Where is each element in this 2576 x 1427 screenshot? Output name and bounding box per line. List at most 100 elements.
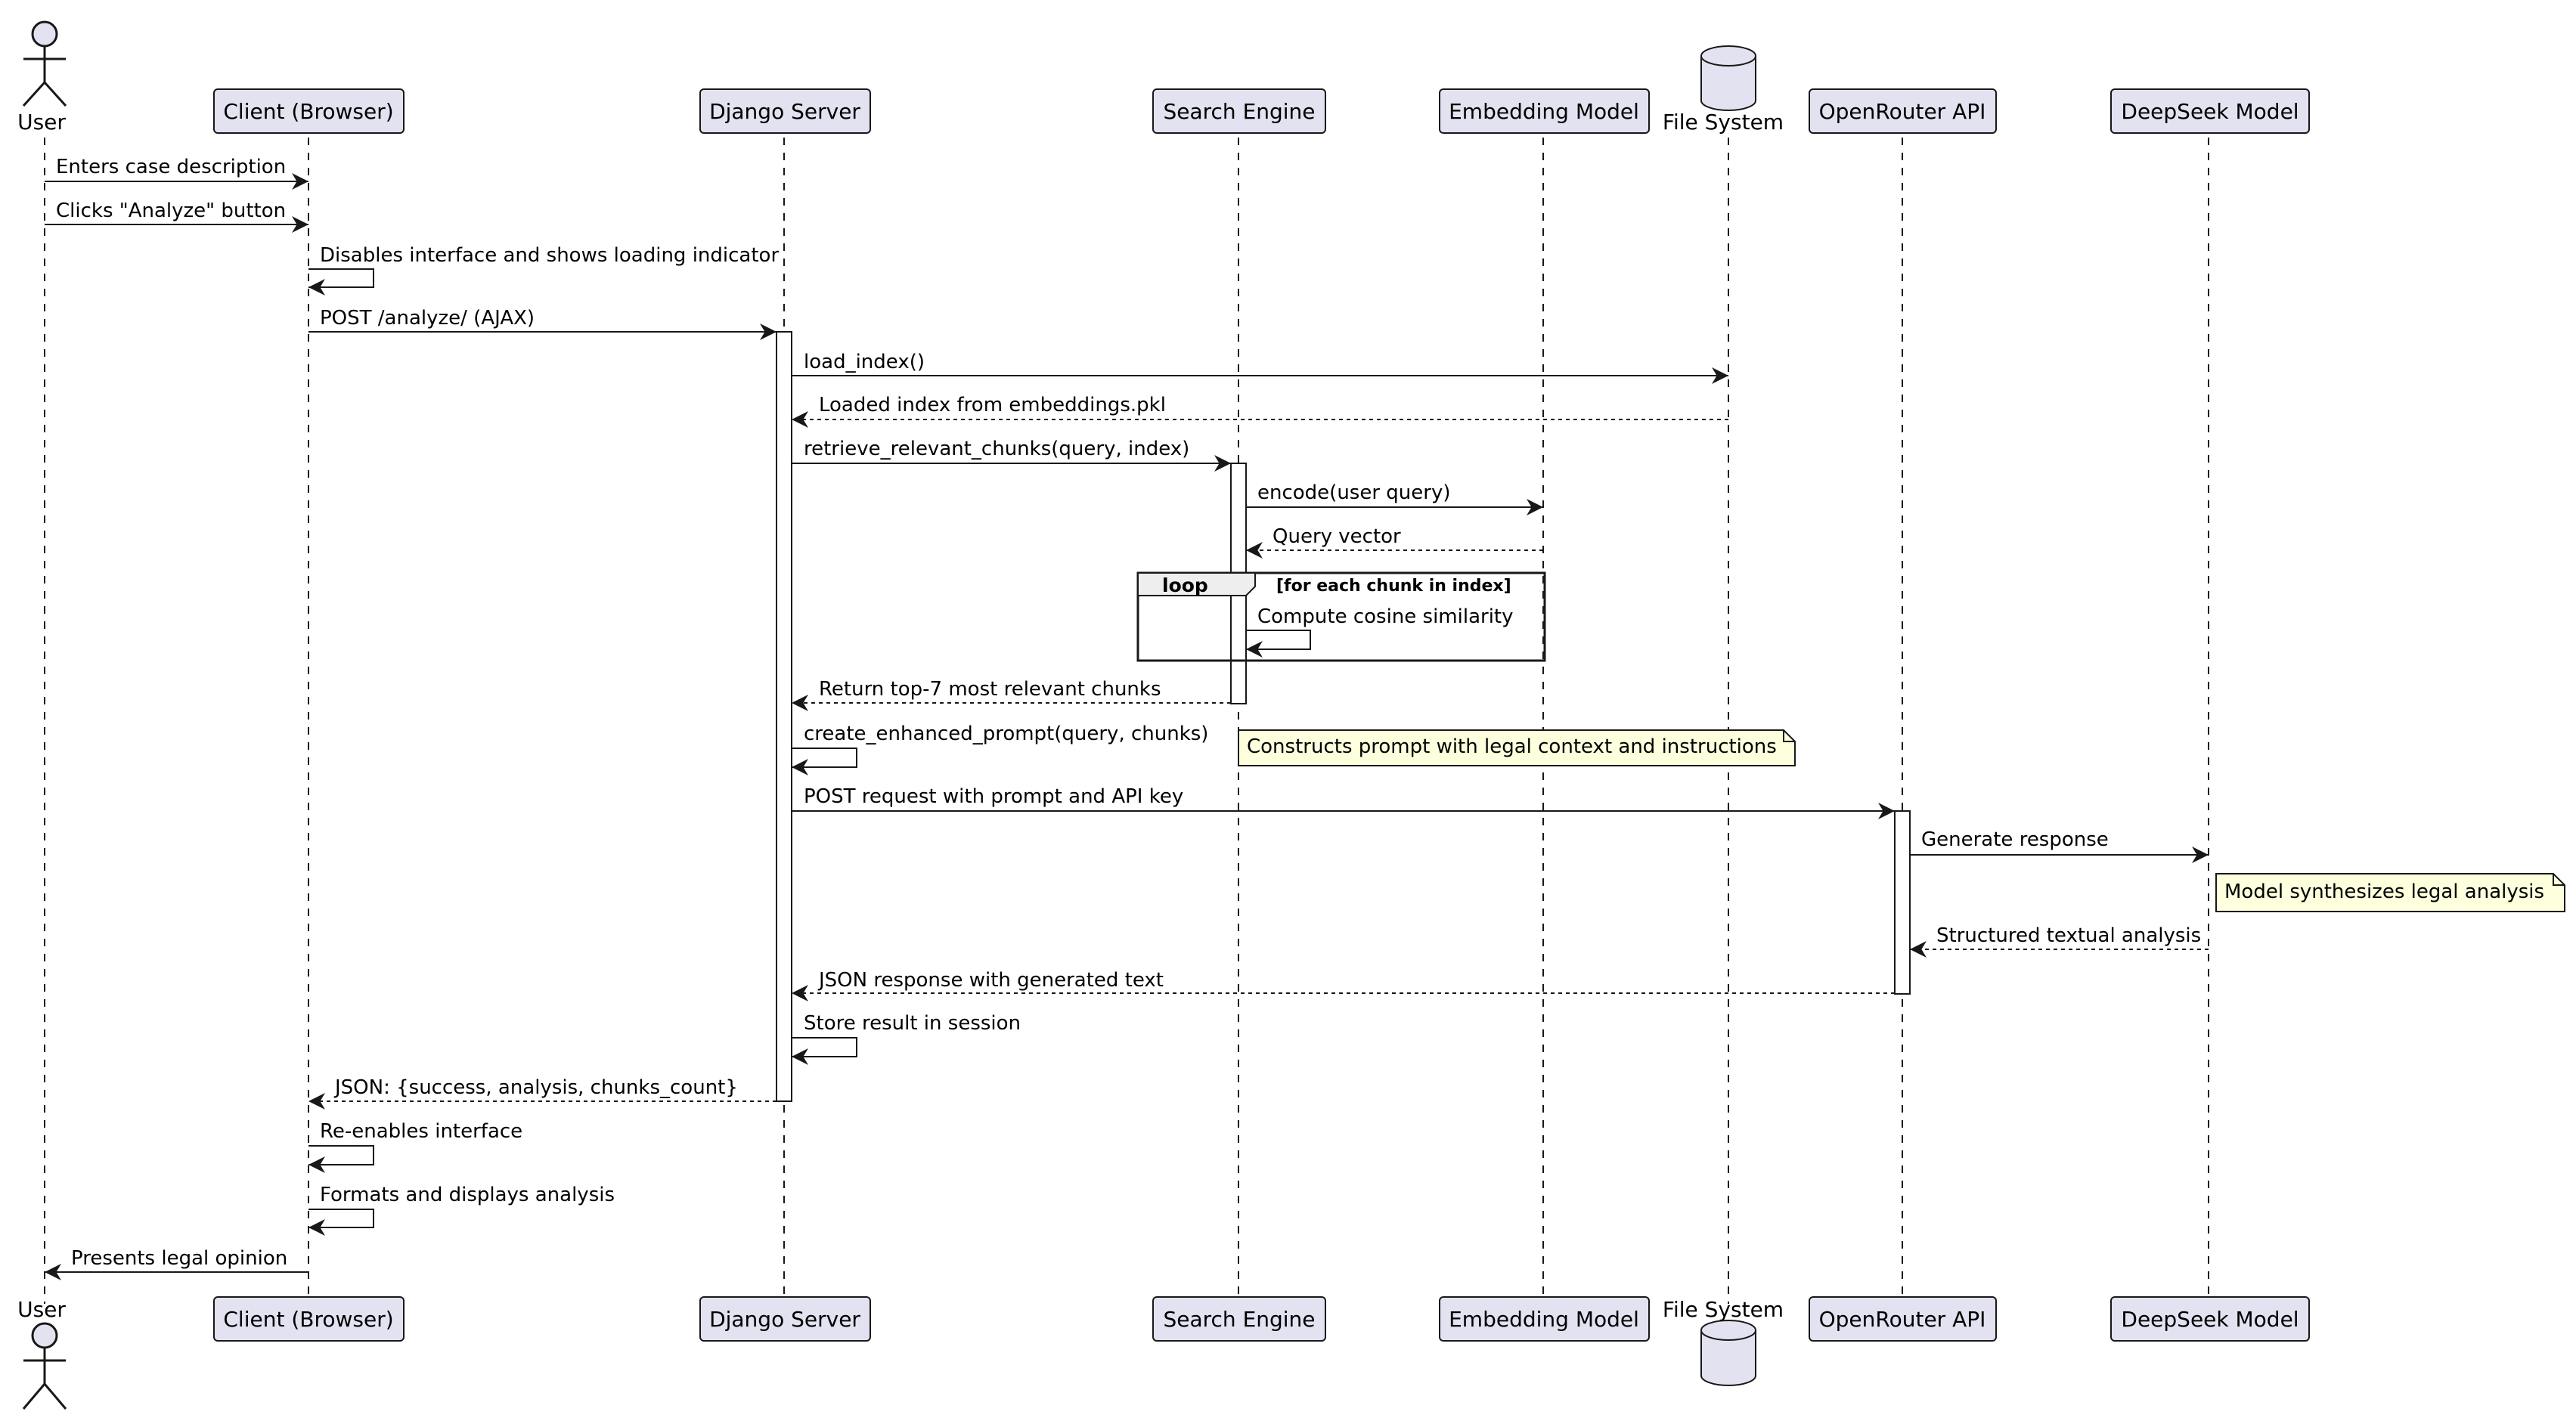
participant-openrouter-bottom: OpenRouter API [1809,1296,1997,1342]
message-arrow [308,1145,374,1173]
message-return: Return top-7 most relevant chunks [792,678,1231,711]
loop-condition: [for each chunk in index] [1276,577,1511,596]
message-label: Re-enables interface [320,1120,522,1143]
message: load_index() [792,351,1728,384]
message-label: Presents legal opinion [71,1247,287,1270]
message-return: Query vector [1246,525,1543,559]
message-arrow [792,748,857,775]
message-self: create_enhanced_prompt(query, chunks) [792,723,1208,775]
message-label: Formats and displays analysis [320,1184,615,1206]
message: Clicks "Analyze" button [45,200,308,233]
participant-label: Embedding Model [1449,99,1639,124]
message-label: Disables interface and shows loading ind… [320,244,779,267]
participant-label: User [17,1297,66,1322]
participant-label: File System [1663,1297,1784,1322]
loop-keyword: loop [1162,574,1208,596]
message: Generate response [1910,828,2209,863]
message-arrow [1246,630,1311,658]
participant-label: Search Engine [1163,99,1315,124]
participant-label: DeepSeek Model [2121,1307,2299,1332]
participant-box [1152,1296,1326,1342]
message-label: JSON: {success, analysis, chunks_count} [333,1076,738,1099]
message: Presents legal opinion [45,1247,308,1280]
message-label: load_index() [804,351,925,373]
message-label: Enters case description [56,156,286,178]
message-label: Store result in session [804,1012,1021,1035]
participant-box [213,1296,405,1342]
message: POST /analyze/ (AJAX) [308,307,777,340]
participant-label: Embedding Model [1449,1307,1639,1332]
message-label: retrieve_relevant_chunks(query, index) [804,438,1189,460]
message: Enters case description [45,156,308,190]
message: POST request with prompt and API key [792,785,1895,819]
note-fold [2553,874,2565,886]
note-text: Constructs prompt with legal context and… [1247,735,1777,758]
participant-label: OpenRouter API [1819,1307,1986,1332]
participant-openrouter-top: OpenRouter API [1809,88,1997,134]
message-label: encode(user query) [1257,481,1451,504]
participant-embed-bottom: Embedding Model [1439,1296,1650,1342]
participant-box [213,88,405,134]
activation-django [776,331,792,1102]
participant-box [1152,88,1326,134]
participant-deepseek-top: DeepSeek Model [2110,88,2310,134]
participant-box [1439,88,1650,134]
participants-bottom: User Client (Browser) Django Server Sear… [17,1296,2310,1410]
message-self: Formats and displays analysis [308,1184,615,1236]
message-label: Compute cosine similarity [1257,605,1514,628]
database-icon [1700,45,1756,111]
database-icon [1700,1320,1756,1386]
note-shape [1238,729,1796,766]
actor-user-top: User [17,20,67,135]
note-fold [1783,730,1795,742]
message-label: Clicks "Analyze" button [56,200,286,222]
actor-icon [22,20,67,107]
message-label: Return top-7 most relevant chunks [819,678,1161,701]
actor-user-bottom: User [17,1297,67,1410]
message-arrow [308,1209,374,1236]
participant-box [1439,1296,1650,1342]
message-arrow [792,1037,857,1065]
message-return: JSON response with generated text [792,969,1895,1001]
participant-search-top: Search Engine [1152,88,1326,134]
message-self: Store result in session [792,1012,1021,1065]
participant-deepseek-bottom: DeepSeek Model [2110,1296,2310,1342]
participant-box [699,88,871,134]
messages: Enters case description Clicks "Analyze"… [45,156,2209,1280]
message-label: POST request with prompt and API key [804,785,1183,808]
participant-fs-bottom: File System [1663,1297,1784,1386]
actor-icon [22,1322,67,1410]
message-label: Structured textual analysis [1936,924,2201,947]
message-label: Generate response [1921,828,2109,851]
participant-label: Django Server [709,99,860,124]
activation-bars [776,331,1911,1102]
participant-box [1809,1296,1997,1342]
participant-client-bottom: Client (Browser) [213,1296,405,1342]
loop-label-tab [1137,572,1256,596]
activation-openrouter [1894,810,1911,995]
message: encode(user query) [1246,481,1543,515]
message-return: Structured textual analysis [1910,924,2209,958]
participant-box [1809,88,1997,134]
participant-embed-top: Embedding Model [1439,88,1650,134]
message-label: POST /analyze/ (AJAX) [320,307,535,330]
note-shape [2215,873,2565,912]
message-label: create_enhanced_prompt(query, chunks) [804,723,1208,745]
participant-label: Search Engine [1163,1307,1315,1332]
message-return: JSON: {success, analysis, chunks_count} [308,1076,777,1110]
participant-box [2110,88,2310,134]
participant-fs-top: File System [1663,45,1784,135]
participant-label: DeepSeek Model [2121,99,2299,124]
note: Constructs prompt with legal context and… [1238,729,1796,766]
participant-search-bottom: Search Engine [1152,1296,1326,1342]
participant-box [2110,1296,2310,1342]
loop-frame [1136,571,1546,662]
message-label: Query vector [1273,525,1401,548]
notes: Constructs prompt with legal context and… [1238,729,2565,912]
message-label: Loaded index from embeddings.pkl [819,394,1166,416]
participants-top: User Client (Browser) Django Server Sear… [17,20,2310,135]
message-label: JSON response with generated text [817,969,1164,992]
message-self: Compute cosine similarity [1246,605,1514,658]
participant-client-top: Client (Browser) [213,88,405,134]
